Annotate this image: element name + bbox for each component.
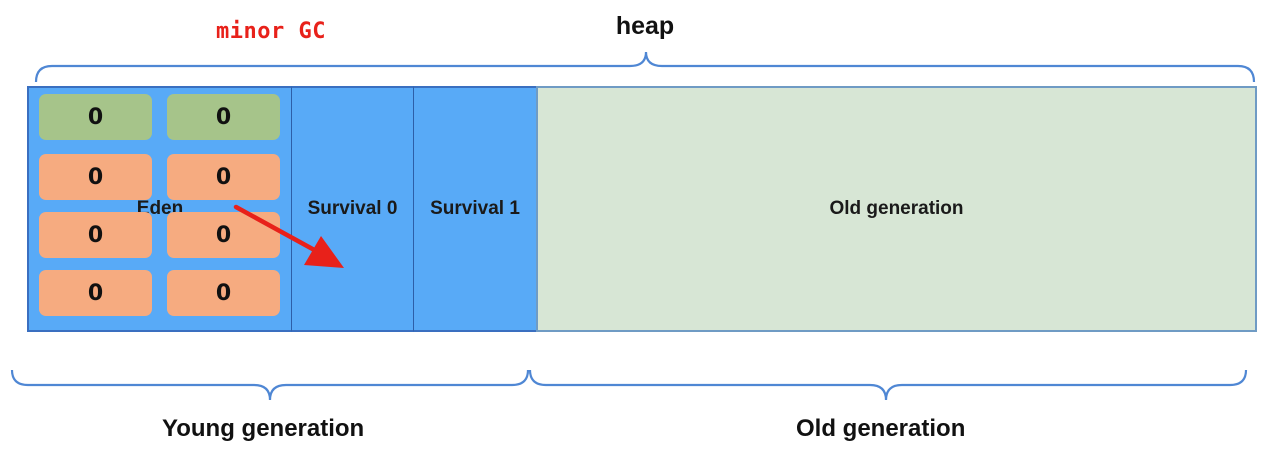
survival-0-region: Survival 0 bbox=[291, 86, 415, 332]
old-generation-brace bbox=[528, 369, 1248, 401]
old-generation-region-label: Old generation bbox=[829, 198, 964, 219]
heap-title: heap bbox=[615, 12, 675, 40]
eden-object: 0 bbox=[39, 154, 152, 200]
eden-object: 0 bbox=[167, 154, 280, 200]
eden-object: 0 bbox=[39, 212, 152, 258]
young-generation-brace bbox=[10, 369, 530, 401]
old-generation-label: Old generation bbox=[796, 415, 966, 442]
minor-gc-arrow-shaft bbox=[233, 204, 321, 255]
survival-1-label: Survival 1 bbox=[430, 198, 520, 219]
eden-object: 0 bbox=[39, 94, 152, 140]
young-generation-label: Young generation bbox=[162, 415, 365, 442]
minor-gc-annotation: minor GC bbox=[216, 19, 326, 44]
eden-object: 0 bbox=[167, 94, 280, 140]
old-generation-region: Old generation bbox=[536, 86, 1257, 332]
survival-1-region: Survival 1 bbox=[413, 86, 538, 332]
eden-object: 0 bbox=[167, 270, 280, 316]
survival-0-label: Survival 0 bbox=[307, 198, 398, 219]
heap-brace bbox=[34, 51, 1256, 83]
eden-object: 0 bbox=[39, 270, 152, 316]
minor-gc-arrow-head bbox=[304, 236, 344, 268]
